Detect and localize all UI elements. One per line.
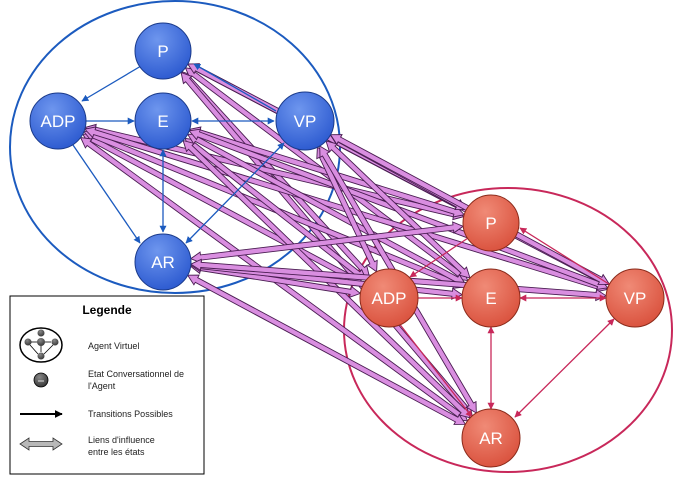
red-state-adp: ADP [359,268,419,328]
legend-label-state-line2: l'Agent [88,381,116,391]
legend-label-transitions: Transitions Possibles [88,409,173,419]
legend-label-virtual-agent: Agent Virtuel [88,341,139,351]
red-agent-states: P ADP E VP AR [359,194,665,468]
red-state-vp: VP [605,268,665,328]
red-transition-vp-ar [514,318,615,418]
blue-transition-adp-ar [72,144,141,244]
state-label: ADP [372,289,407,308]
blue-transition-vp-ar [185,142,285,244]
legend: Legende Agent Virtuel Etat Conversationn… [9,295,205,475]
red-transition-p-adp [409,235,472,278]
state-label: P [157,42,168,61]
legend-title: Legende [82,303,132,317]
blue-agent-states: P ADP E VP AR [29,22,335,291]
blue-state-p: P [134,22,192,80]
state-label: AR [479,429,503,448]
legend-label-state-line1: Etat Conversationnel de [88,369,184,379]
blue-state-ar: AR [134,233,192,291]
virtual-agent-icon [19,327,63,363]
conversational-state-icon [33,372,49,388]
state-label: VP [294,112,317,131]
blue-transition-vp-p [193,63,277,112]
influence-arrow-icon [19,437,63,451]
state-label: P [485,214,496,233]
red-state-e: E [461,268,521,328]
state-label: E [485,289,496,308]
blue-state-adp: ADP [29,92,87,150]
red-state-p: P [462,194,520,252]
red-state-ar: AR [461,408,521,468]
red-transitions [397,227,615,418]
state-label: VP [624,289,647,308]
state-label: AR [151,253,175,272]
blue-state-e: E [134,92,192,150]
legend-label-influence-line1: Liens d'influence [88,435,155,445]
state-label: ADP [41,112,76,131]
blue-transition-p-adp [81,65,142,102]
blue-state-vp: VP [275,91,335,151]
blue-transitions [72,63,285,244]
red-transition-vp-p [519,227,613,287]
legend-label-influence-line2: entre les états [88,447,145,457]
red-transition-adp-ar [397,321,473,418]
state-label: E [157,112,168,131]
